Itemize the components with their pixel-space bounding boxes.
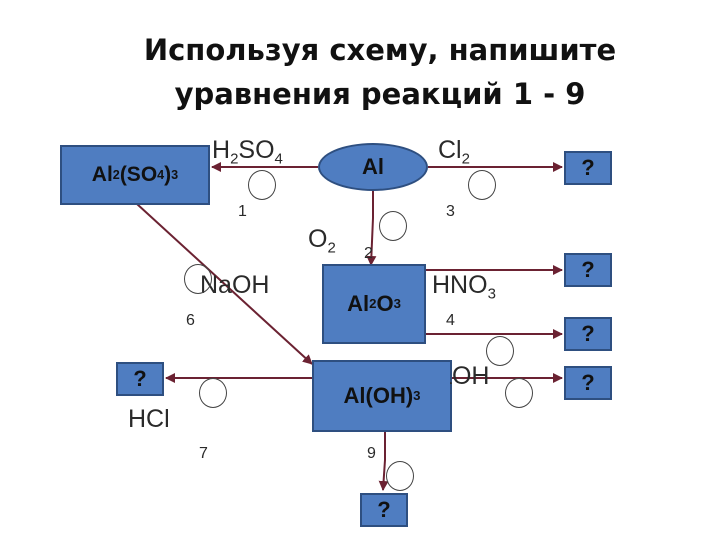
node-unknown-chloride: ? <box>564 151 612 185</box>
node-aloh3: Al(OH)3 <box>312 360 452 432</box>
node-unknown-3: ? <box>564 366 612 400</box>
h2so4-part: SO <box>238 136 275 164</box>
reagent-naoh-right: NaOH <box>420 362 490 390</box>
h2so4-sub: 2 <box>230 150 239 168</box>
reaction-circle <box>379 211 407 241</box>
reaction-circle <box>386 461 414 491</box>
reagent-h2so4: H2SO4 <box>212 136 283 168</box>
reagent-hcl: HCl <box>128 405 170 433</box>
cl2-part: Cl <box>438 136 462 164</box>
o2-sub: 2 <box>327 239 336 257</box>
unknown-label: ? <box>133 366 147 391</box>
cl2-sub: 2 <box>461 150 470 168</box>
unknown-label: ? <box>581 370 595 395</box>
aloh3-part: Al(OH) <box>343 383 414 408</box>
al2o3-part: Al <box>347 291 370 316</box>
reagent-cl2: Cl2 <box>438 136 470 168</box>
h2so4-sub: 4 <box>274 150 283 168</box>
node-al-label: Al <box>362 154 384 179</box>
node-al: Al <box>318 143 428 191</box>
node-unknown-left: ? <box>116 362 164 396</box>
al2o3-part: O <box>376 291 394 316</box>
reaction-circle <box>199 378 227 408</box>
al2so43-part: Al <box>91 163 113 186</box>
reaction-number: 4 <box>446 312 455 329</box>
reaction-circle <box>468 170 496 200</box>
reaction-number: 7 <box>199 445 208 462</box>
title-line-1: Используя схему, напишите <box>143 33 617 67</box>
o2-part: O <box>308 225 328 253</box>
reaction-circle <box>505 378 533 408</box>
unknown-label: ? <box>377 497 391 522</box>
node-unknown-2: ? <box>564 317 612 351</box>
node-unknown-bottom: ? <box>360 493 408 527</box>
reaction-number: 6 <box>186 312 195 329</box>
reagent-hno3: HNO3 <box>432 271 496 303</box>
h2so4-part: H <box>212 136 231 164</box>
reaction-circle <box>486 336 514 366</box>
reaction-number: 3 <box>446 203 455 220</box>
reaction-circle <box>248 170 276 200</box>
reaction-circle <box>184 264 212 294</box>
reaction-number: 9 <box>367 445 376 462</box>
reagent-o2: O2 <box>308 225 336 257</box>
reaction-number: 2 <box>364 245 373 262</box>
title-line-2: уравнения реакций 1 - 9 <box>174 77 586 111</box>
node-unknown-1: ? <box>564 253 612 287</box>
al2so43-part: ) <box>164 163 172 186</box>
arrow-aloh3-to-q-bottom <box>378 432 389 491</box>
reaction-number: 1 <box>238 203 247 220</box>
hno3-sub: 3 <box>487 285 496 303</box>
arrow-al-to-al2o3 <box>366 190 377 266</box>
unknown-label: ? <box>581 321 595 346</box>
page-title: Используя схему, напишите уравнения реак… <box>0 28 720 116</box>
al2so43-part: (SO <box>119 163 158 186</box>
hno3-part: HNO <box>432 271 488 299</box>
arrow-al2so43-to-aloh3 <box>136 203 313 365</box>
unknown-label: ? <box>581 257 595 282</box>
unknown-label: ? <box>581 155 595 180</box>
